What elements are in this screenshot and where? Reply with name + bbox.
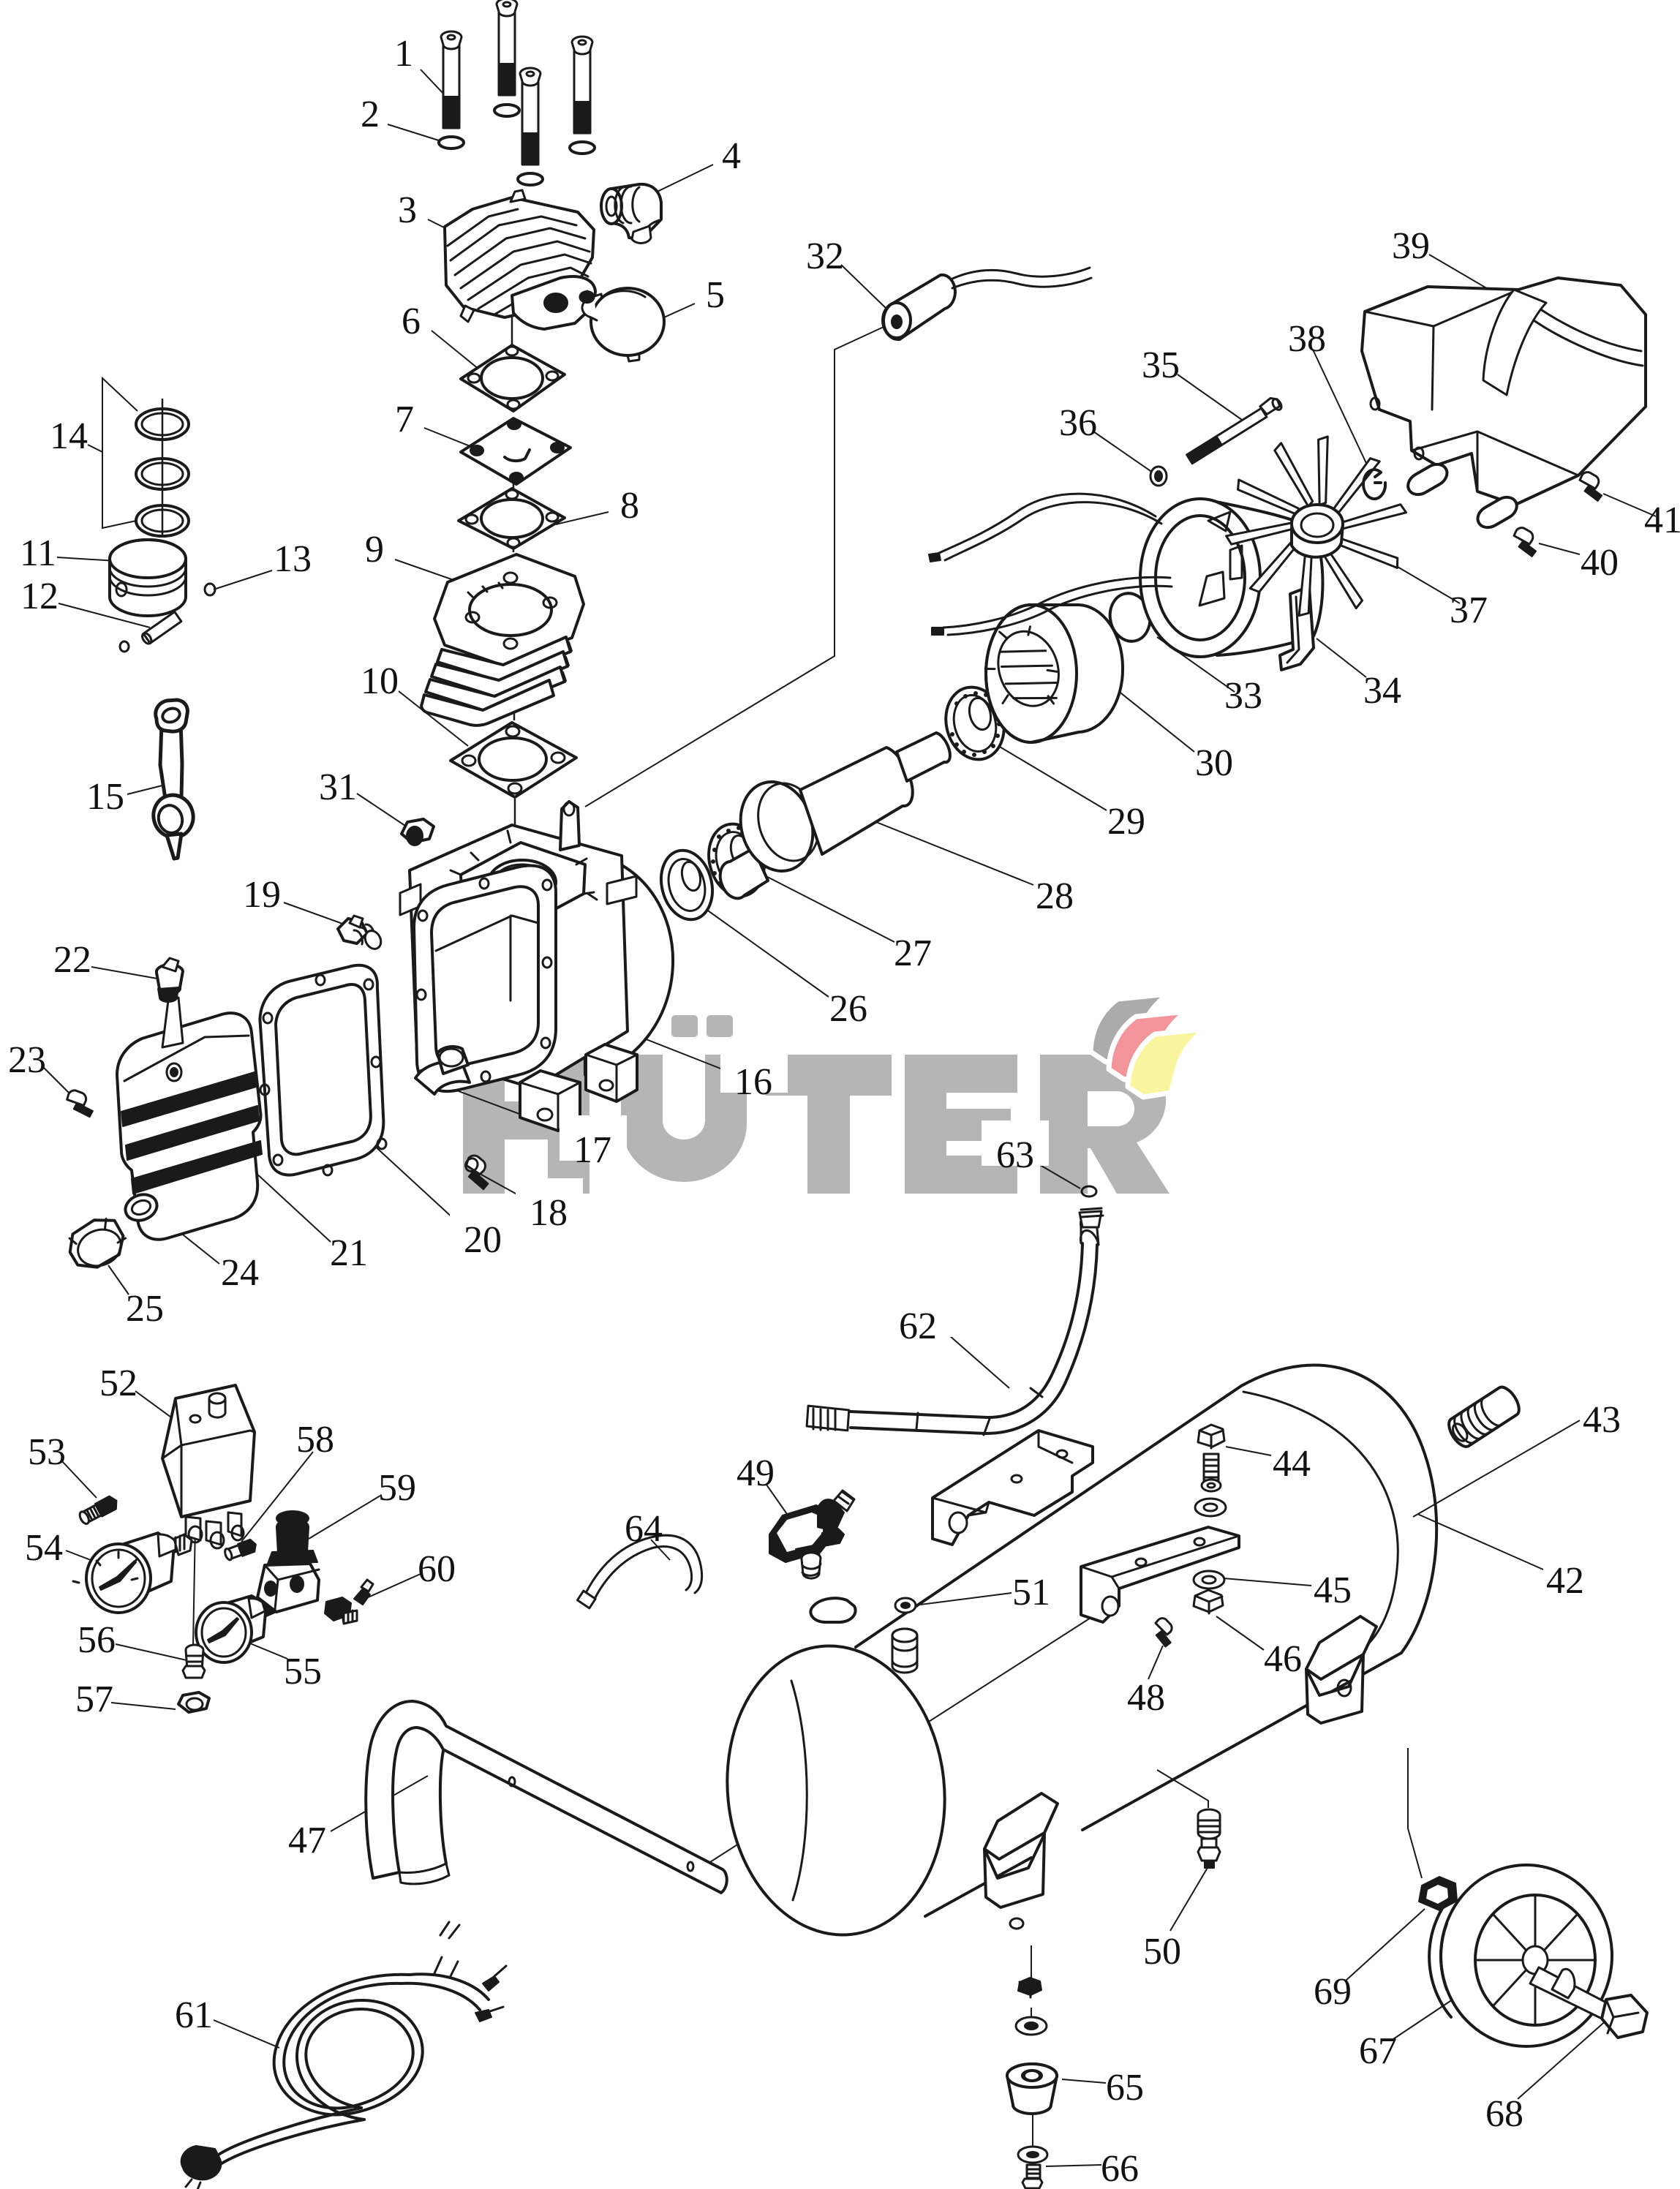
svg-text:58: 58 <box>296 1419 334 1461</box>
svg-text:54: 54 <box>25 1527 63 1569</box>
svg-text:40: 40 <box>1581 542 1619 584</box>
svg-text:15: 15 <box>86 776 124 818</box>
svg-text:67: 67 <box>1359 2030 1397 2072</box>
svg-text:21: 21 <box>330 1232 368 1274</box>
svg-text:31: 31 <box>319 766 357 808</box>
svg-text:16: 16 <box>734 1061 772 1103</box>
svg-text:32: 32 <box>806 236 844 277</box>
svg-text:28: 28 <box>1036 875 1074 917</box>
svg-text:2: 2 <box>361 94 380 135</box>
svg-text:24: 24 <box>221 1252 259 1294</box>
svg-text:18: 18 <box>530 1192 568 1234</box>
svg-text:36: 36 <box>1059 402 1097 444</box>
svg-text:69: 69 <box>1314 1971 1352 2013</box>
svg-text:11: 11 <box>20 532 56 574</box>
svg-text:50: 50 <box>1143 1931 1181 1973</box>
svg-text:5: 5 <box>706 274 725 316</box>
svg-text:12: 12 <box>20 576 59 617</box>
svg-text:17: 17 <box>573 1129 611 1171</box>
svg-text:42: 42 <box>1546 1560 1584 1602</box>
svg-text:45: 45 <box>1314 1570 1352 1611</box>
svg-text:68: 68 <box>1485 2093 1523 2135</box>
svg-text:3: 3 <box>398 189 417 231</box>
svg-text:30: 30 <box>1195 742 1233 784</box>
svg-text:33: 33 <box>1224 675 1262 717</box>
svg-text:56: 56 <box>78 1619 116 1661</box>
svg-text:53: 53 <box>28 1431 66 1473</box>
svg-text:4: 4 <box>722 135 741 177</box>
svg-text:43: 43 <box>1583 1399 1621 1441</box>
svg-text:52: 52 <box>99 1363 138 1404</box>
svg-text:66: 66 <box>1101 2148 1139 2189</box>
svg-text:41: 41 <box>1644 500 1680 541</box>
svg-text:49: 49 <box>737 1453 775 1494</box>
svg-text:38: 38 <box>1288 318 1326 360</box>
svg-text:37: 37 <box>1450 589 1488 631</box>
svg-text:44: 44 <box>1273 1443 1311 1485</box>
svg-text:62: 62 <box>899 1306 937 1347</box>
svg-text:13: 13 <box>274 538 312 580</box>
svg-text:60: 60 <box>418 1548 456 1590</box>
svg-text:9: 9 <box>365 529 384 570</box>
svg-text:23: 23 <box>8 1039 46 1081</box>
svg-text:39: 39 <box>1392 225 1430 267</box>
svg-text:1: 1 <box>394 33 413 75</box>
svg-text:8: 8 <box>620 485 639 527</box>
svg-text:29: 29 <box>1107 801 1145 843</box>
svg-text:65: 65 <box>1106 2067 1144 2109</box>
svg-text:64: 64 <box>625 1508 663 1550</box>
svg-text:59: 59 <box>378 1467 416 1509</box>
svg-text:7: 7 <box>395 399 414 440</box>
svg-text:55: 55 <box>284 1651 322 1692</box>
svg-text:57: 57 <box>75 1679 113 1720</box>
svg-text:46: 46 <box>1264 1638 1302 1680</box>
svg-text:51: 51 <box>1012 1572 1050 1613</box>
svg-text:63: 63 <box>996 1134 1034 1176</box>
svg-text:35: 35 <box>1142 344 1180 386</box>
svg-text:34: 34 <box>1363 670 1401 712</box>
svg-text:61: 61 <box>175 1994 213 2036</box>
svg-text:48: 48 <box>1127 1677 1165 1719</box>
svg-text:20: 20 <box>464 1219 502 1261</box>
svg-text:26: 26 <box>829 988 867 1030</box>
svg-text:10: 10 <box>361 660 399 702</box>
svg-text:22: 22 <box>53 939 91 981</box>
svg-text:14: 14 <box>50 415 88 457</box>
svg-text:47: 47 <box>288 1820 326 1861</box>
svg-text:25: 25 <box>126 1288 164 1330</box>
svg-text:6: 6 <box>402 301 421 342</box>
svg-text:19: 19 <box>243 874 281 916</box>
svg-text:27: 27 <box>894 933 932 974</box>
